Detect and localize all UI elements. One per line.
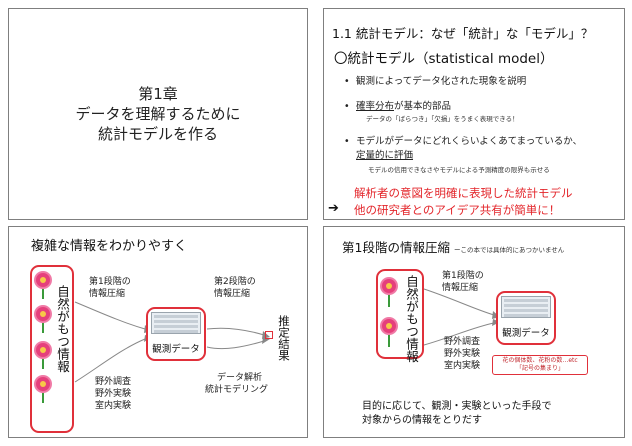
slide-title: 第1段階の情報圧縮ーこの本では具体的にあつかいません — [342, 237, 564, 256]
conclusion-line2: 対象からの情報をとりだす — [362, 415, 482, 426]
slide-first-stage-compression: 第1段階の情報圧縮ーこの本では具体的にあつかいません 自然がもつ情報 第1段階の… — [323, 226, 625, 438]
analysis-label-line1: データ解析 — [217, 373, 263, 383]
conclusion-line1: 目的に応じて、観測・実験といった手段で — [362, 401, 552, 412]
section-heading: 1.1 統計モデル：なぜ「統計」な「モデル」？ — [332, 26, 594, 41]
observation-data-label: 観測データ — [502, 328, 550, 339]
slide-title-note: ーこの本では具体的にあつかいません — [453, 246, 565, 254]
slide-information-compression: 複雑な情報をわかりやすく 自然がもつ情報 第1段階の 情報圧縮 第2段階の 情報… — [8, 226, 308, 438]
chapter-number: 第1章 — [138, 85, 178, 103]
subheading: 〇統計モデル（statistical model） — [334, 51, 554, 67]
bullet-2: • 確率分布が基本的部品 — [344, 98, 451, 112]
flower-icon — [36, 377, 50, 391]
chapter-title-line1: データを理解するために — [75, 105, 241, 123]
bullet-3-text: モデルがデータにどれくらいよくあてまっているか、 — [356, 136, 583, 147]
flower-stem — [42, 289, 44, 299]
arrow-icon: ➔ — [328, 201, 339, 216]
slide-title-text: 第1段階の情報圧縮 — [342, 240, 450, 255]
flower-icon — [36, 307, 50, 321]
bullet-dot: • — [344, 136, 350, 147]
method-field-experiment: 野外実験 — [95, 389, 132, 399]
method-lab-experiment: 室内実験 — [95, 401, 132, 411]
flower-icon — [382, 279, 396, 293]
note-line2: 「記号の集まり」 — [515, 365, 564, 372]
result-marker — [265, 331, 273, 339]
stage1-label-line1: 第1段階の — [89, 277, 131, 287]
method-field-survey: 野外調査 — [444, 337, 481, 347]
arrow-nature-to-data-lower — [74, 338, 146, 383]
nature-info-label: 自然がもつ情報 — [404, 275, 419, 363]
analysis-label-line2: 統計モデリング — [205, 385, 269, 395]
arrow-data-to-result-upper — [206, 327, 265, 336]
bullet-3-line2: 定量的に評価 — [356, 147, 413, 161]
bullet-1: • 観測によってデータ化された現象を説明 — [344, 73, 526, 87]
slide-title: 複雑な情報をわかりやすく — [31, 239, 188, 254]
arrow-nature-to-data-lower — [423, 322, 495, 346]
bullet-3-note: モデルの信用できなさやモデルによる予測精度の限界も示せる — [368, 166, 550, 174]
bullet-2-underlined: 確率分布 — [356, 101, 395, 112]
flower-stem — [388, 295, 390, 307]
nature-info-label: 自然がもつ情報 — [55, 285, 70, 373]
observation-data-box: 観測データ — [496, 291, 556, 345]
bullet-3: • モデルがデータにどれくらいよくあてまっているか、 — [344, 133, 582, 147]
flow-arrows — [74, 301, 270, 383]
bullet-dot: • — [344, 76, 350, 87]
flower-stem — [388, 335, 390, 347]
red-statement-1: 解析者の意図を明確に表現した統計モデル — [354, 186, 573, 200]
bullet-1-text: 観測によってデータ化された現象を説明 — [356, 76, 527, 87]
symbol-collection-note: 花の個体数、花粉の数…etc 「記号の集まり」 — [492, 355, 588, 375]
slide-statistical-model: 1.1 統計モデル：なぜ「統計」な「モデル」？ 〇統計モデル（statistic… — [323, 8, 625, 220]
stage1-label-line2: 情報圧縮 — [89, 289, 126, 299]
arrow-nature-to-data-upper — [74, 301, 146, 330]
bullet-2-note: データの「ばらつき」「欠損」をうまく表現できる！ — [366, 115, 519, 123]
flower-stem — [42, 393, 44, 403]
bullet-dot: • — [344, 101, 350, 112]
flower-icon — [382, 319, 396, 333]
flower-icon — [36, 343, 50, 357]
stage2-label-line2: 情報圧縮 — [214, 289, 251, 299]
stage2-label-line1: 第2段階の — [214, 277, 256, 287]
flower-stem — [42, 323, 44, 333]
observation-data-box: 観測データ — [146, 307, 206, 361]
data-table-thumbnail — [151, 312, 201, 334]
method-field-experiment: 野外実験 — [444, 349, 481, 359]
method-field-survey: 野外調査 — [95, 377, 132, 387]
slide-chapter-title: 第1章 データを理解するために 統計モデルを作る — [8, 8, 308, 220]
bullet-2-text: が基本的部品 — [394, 101, 452, 112]
flower-stem — [42, 359, 44, 369]
data-table-thumbnail — [501, 296, 551, 318]
arrow-nature-to-data-upper — [423, 288, 495, 316]
flower-icon — [36, 273, 50, 287]
bullet-3-underlined: 定量的に評価 — [356, 150, 414, 161]
observation-data-label: 観測データ — [152, 344, 200, 355]
chapter-title-line2: 統計モデルを作る — [97, 125, 218, 143]
stage1-label-line2: 情報圧縮 — [442, 283, 479, 293]
arrow-data-to-result-lower — [206, 340, 265, 350]
note-line1: 花の個体数、花粉の数…etc — [502, 357, 578, 364]
red-statement-2: 他の研究者とのアイデア共有が簡単に！ — [354, 203, 561, 217]
method-lab-experiment: 室内実験 — [444, 361, 481, 371]
estimation-result-label: 推定結果 — [277, 315, 291, 361]
stage1-label-line1: 第1段階の — [442, 271, 484, 281]
